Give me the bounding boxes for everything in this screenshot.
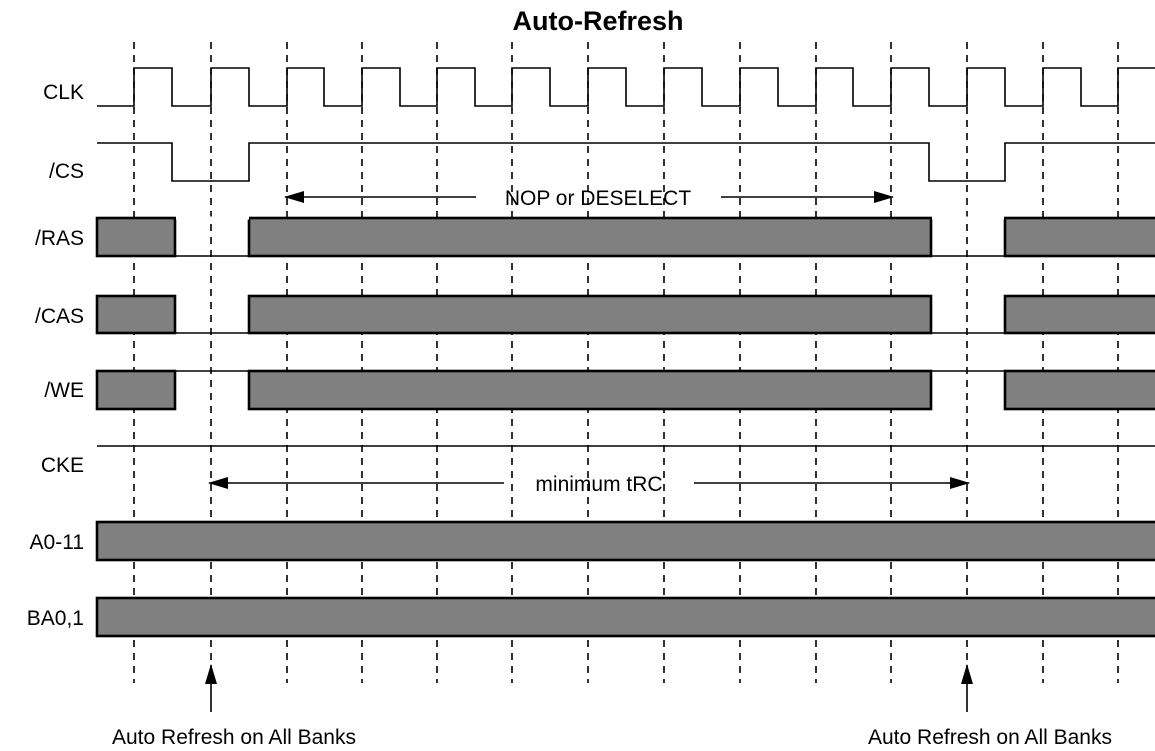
signal-label-cs: /CS <box>49 160 84 183</box>
trc-label: minimum tRC <box>535 473 662 496</box>
we-waveform <box>95 369 1155 411</box>
refresh-label-right: Auto Refresh on All Banks <box>868 726 1112 749</box>
signal-label-we: /WE <box>44 379 84 402</box>
signal-label-cas: /CAS <box>35 305 84 328</box>
signal-label-addr: A0-11 <box>30 531 84 554</box>
clk-waveform <box>97 67 1155 107</box>
signal-label-ba: BA0,1 <box>27 607 84 630</box>
cs-waveform <box>97 142 1155 182</box>
ras-waveform <box>95 216 1155 258</box>
diagram-title: Auto-Refresh <box>512 6 683 36</box>
nop-deselect-label: NOP or DESELECT <box>505 187 692 210</box>
addr-bus <box>95 520 1155 562</box>
refresh-label-left: Auto Refresh on All Banks <box>112 726 356 749</box>
signal-label-clk: CLK <box>43 81 84 104</box>
signal-label-cke: CKE <box>41 454 84 477</box>
cas-waveform <box>95 294 1155 335</box>
gridlines <box>133 42 1119 683</box>
signal-label-ras: /RAS <box>35 227 84 250</box>
bank-bus <box>95 596 1155 638</box>
